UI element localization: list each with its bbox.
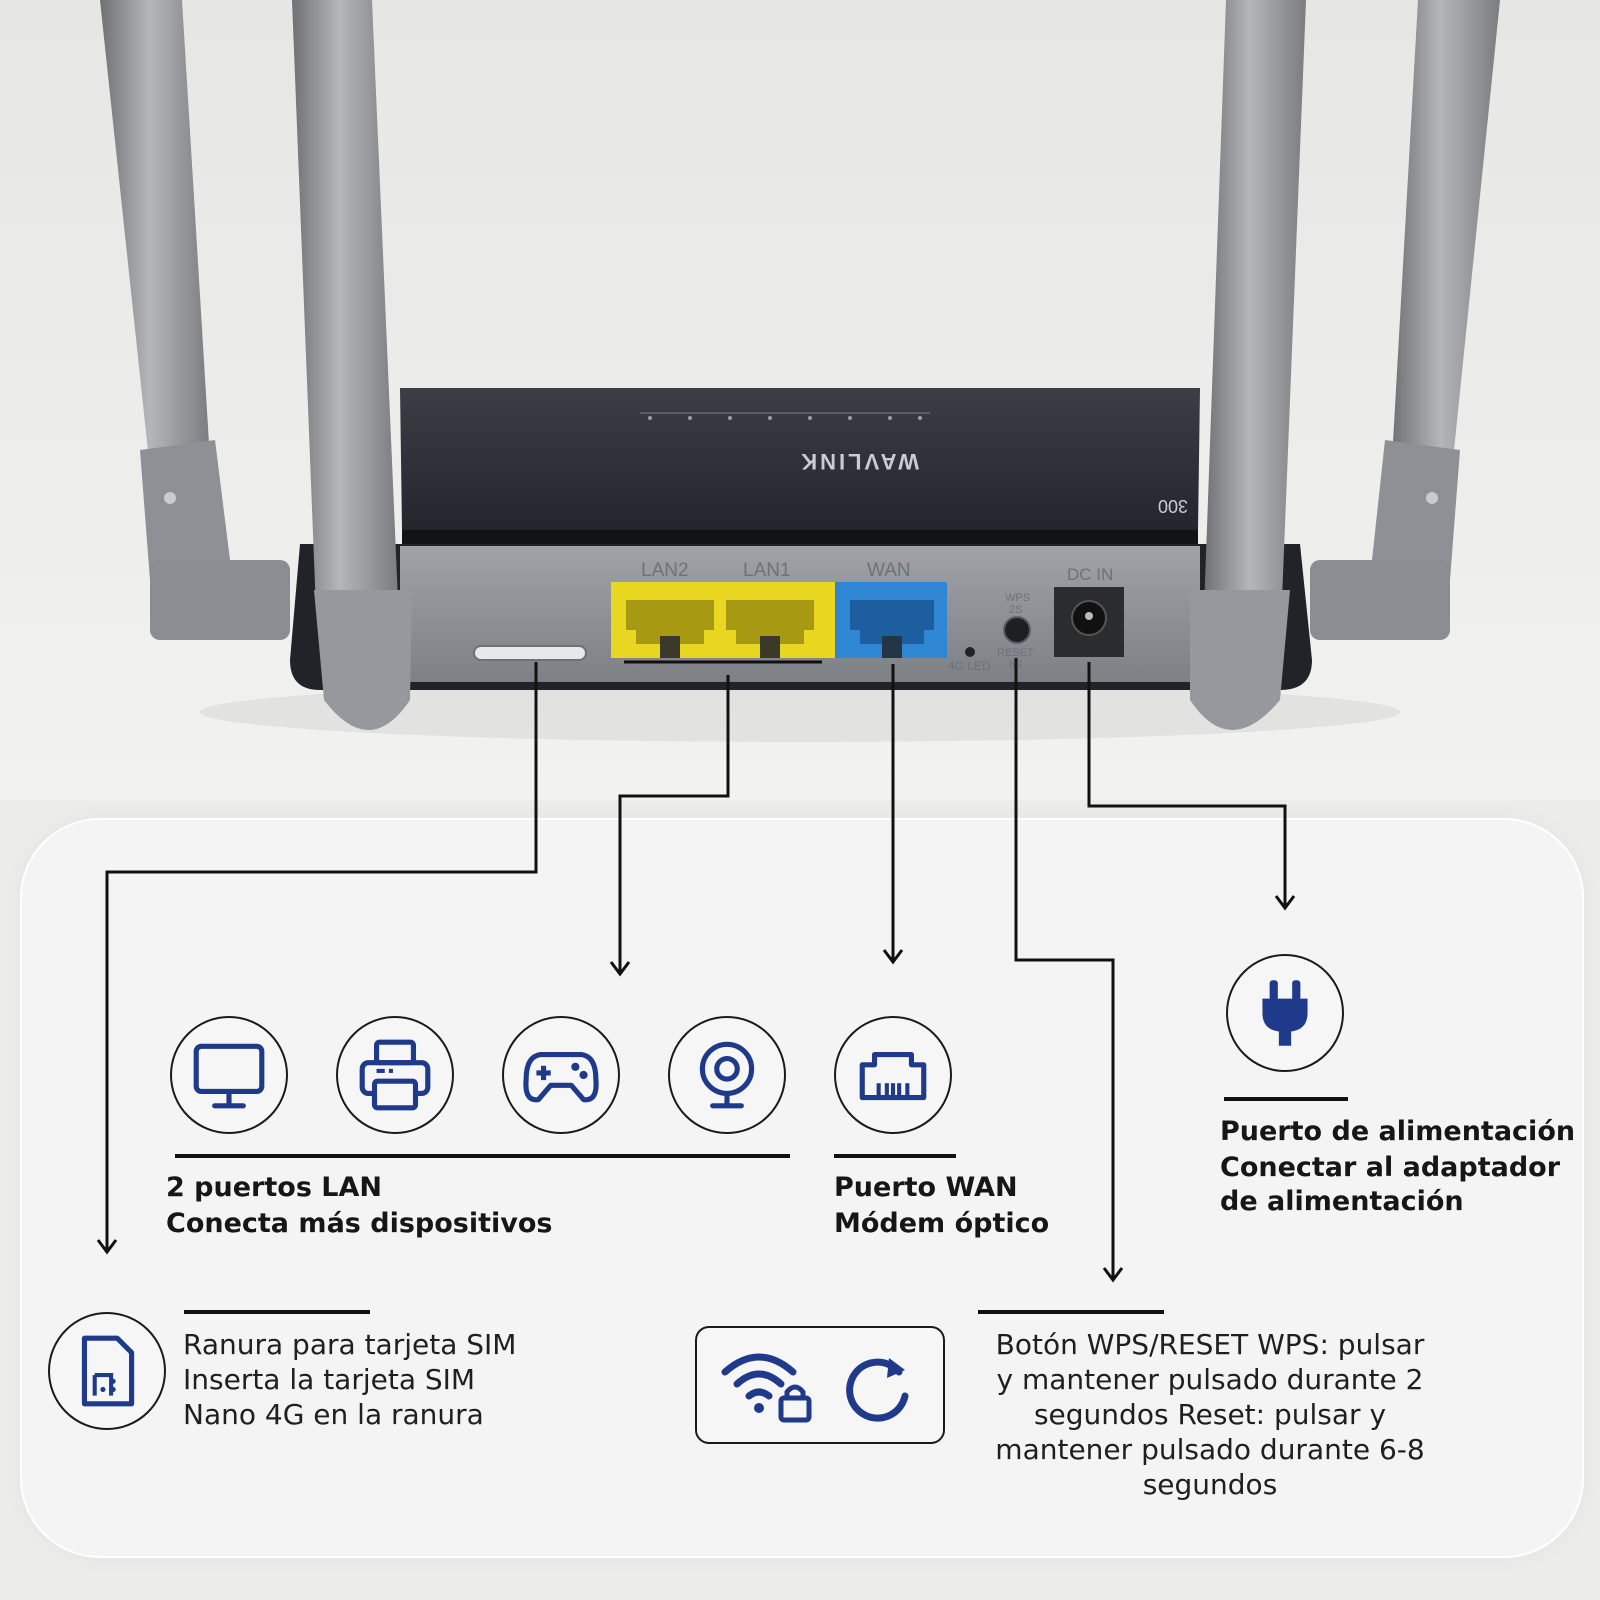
sim-line2: Inserta la tarjeta SIM [183,1363,476,1396]
lan2-label: LAN2 [641,560,689,581]
status-led-row [640,412,930,420]
wan-subtitle: Módem óptico [834,1208,1050,1239]
sim-rule [184,1310,370,1314]
webcam-icon [699,1041,755,1109]
webcam-icon-circle [668,1016,786,1134]
wps-line3: segundos Reset: pulsar y [1033,1398,1387,1431]
4g-led [965,647,975,657]
power-line2: Conectar al adaptador [1220,1152,1561,1183]
sim-slot [473,645,587,661]
wifi-lock-icon [721,1353,812,1423]
wan-title: Puerto WAN [834,1172,1018,1203]
lan-rule [175,1154,790,1158]
power-icon-circle [1226,954,1344,1072]
gamepad-icon-circle [502,1016,620,1134]
gamepad-icon [523,1051,599,1103]
sim-icon-circle [48,1312,166,1430]
wan-label: WAN [867,560,911,581]
lan1-label: LAN1 [743,560,791,581]
wps-label: WPS [1005,592,1030,604]
wps-line2: y mantener pulsado durante 2 [996,1363,1424,1396]
sim-card-icon [81,1335,135,1407]
wps-line4: mantener pulsado durante 6-8 [995,1433,1425,1466]
router-top [400,388,1200,530]
reset-arrow-icon [846,1358,909,1422]
router-illustration: WAVLINK 300 LAN2 LAN1 WAN 4G LED WPS 2S … [0,0,1600,800]
monitor-icon-circle [170,1016,288,1134]
power-line1: Puerto de alimentación [1220,1116,1576,1147]
brand-logo: WAVLINK [798,449,919,474]
wps-connector-line [1014,658,1115,1280]
power-line3: de alimentación [1220,1186,1464,1217]
wps-line1: Botón WPS/RESET WPS: pulsar [995,1328,1425,1361]
antenna-left-outer [100,0,290,640]
lan-connector-line [618,675,730,974]
power-plug-icon [1262,980,1308,1046]
reset-label: RESET [997,647,1034,659]
ethernet-icon-circle [834,1016,952,1134]
wps-line5: segundos [1142,1468,1278,1501]
sim-line3: Nano 4G en la ranura [183,1398,484,1431]
antenna-right-outer [1310,0,1500,640]
wps-reset-icon-box [695,1326,945,1444]
printer-icon-circle [336,1016,454,1134]
antenna-left-inner [292,0,412,730]
model-badge: 300 [1158,496,1188,516]
wps-reset-button [1003,616,1031,644]
dc-in-label: DC IN [1067,565,1113,584]
sim-connector-line [105,662,538,1252]
power-rule [1224,1097,1348,1101]
ethernet-port-icon [859,1051,927,1101]
wan-rule [834,1154,956,1158]
wps-time-label: 2S [1009,604,1022,616]
wps-rule [978,1310,1164,1314]
power-connector-line [1087,662,1287,908]
lan-subtitle: Conecta más dispositivos [166,1208,553,1239]
4g-led-label: 4G LED [948,659,991,673]
printer-icon [359,1039,431,1111]
monitor-icon [193,1043,265,1109]
sim-line1: Ranura para tarjeta SIM [183,1328,517,1361]
lan-title: 2 puertos LAN [166,1172,382,1203]
antenna-right-inner [1190,0,1306,730]
